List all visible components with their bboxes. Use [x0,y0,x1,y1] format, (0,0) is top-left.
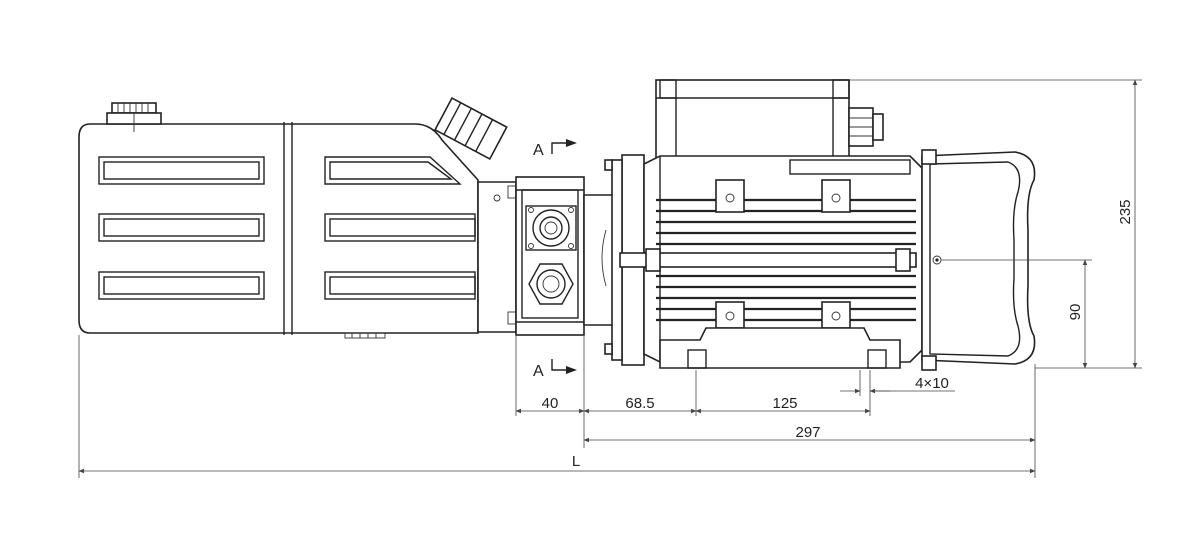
oil-tank-housing [78,122,479,339]
dimension-4x10: 4×10 [915,375,949,392]
dimension-125: 125 [772,395,797,412]
section-label-top: A [533,142,544,159]
dimension-lines [78,79,1142,478]
dimension-68-5: 68.5 [625,395,654,412]
exhaust-connector [433,96,508,160]
oil-fill-cap [106,102,162,132]
dimension-40: 40 [542,395,559,412]
section-mark-bottom: A [533,359,577,380]
pump-block [515,154,645,366]
tank-neck [477,181,517,333]
dimension-90: 90 [1067,304,1084,321]
dimension-235: 235 [1117,199,1134,224]
section-label-bottom: A [533,363,544,380]
dimension-L: L [572,453,580,470]
dimension-297: 297 [795,424,820,441]
motor-body [619,79,1036,371]
section-mark-top: A [533,139,577,159]
